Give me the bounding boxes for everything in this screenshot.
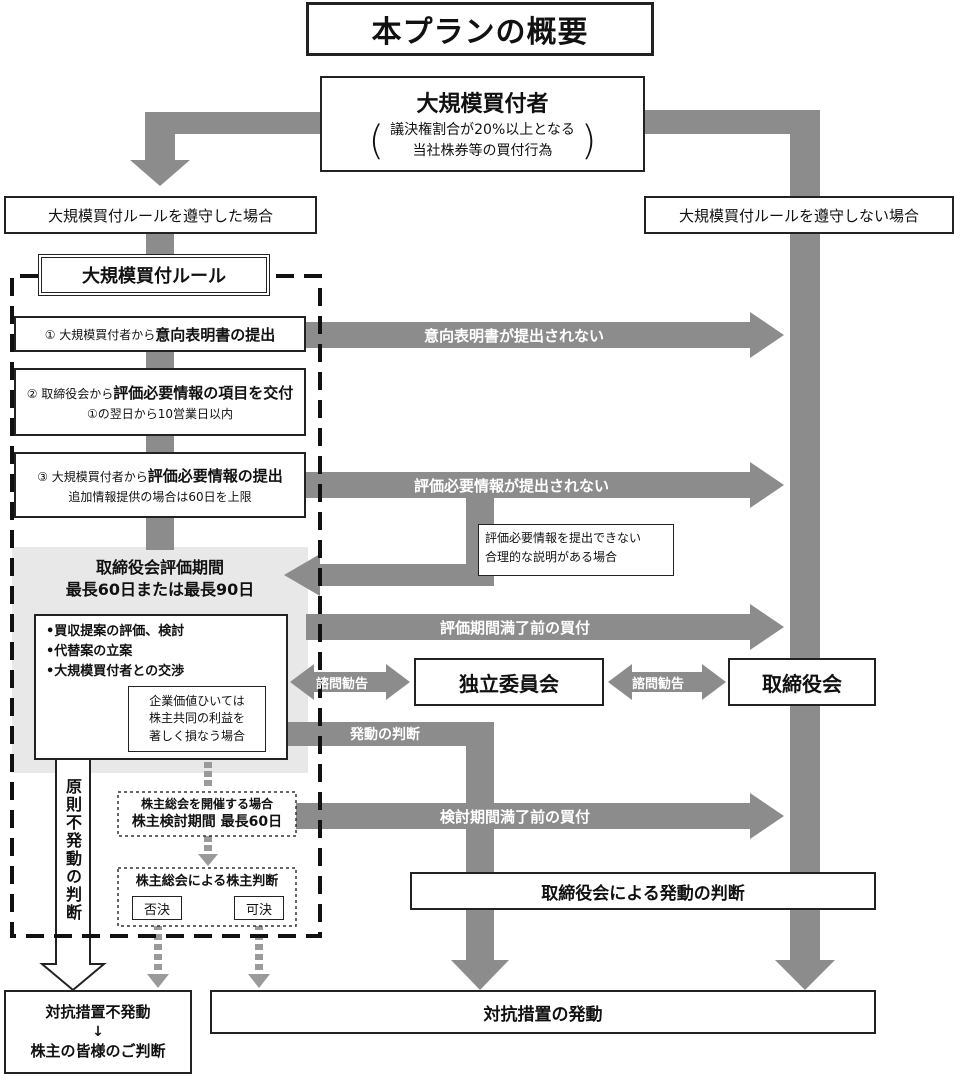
arrow-to-noncomply — [645, 110, 820, 198]
consult-arrow-2 — [608, 664, 726, 700]
shareholder-vote-title: 株主総会による株主判断 — [135, 874, 279, 889]
label-consult-1: 諮問勧告 — [316, 677, 369, 692]
acquirer-desc-1: 議決権割合が20%以上となる — [390, 122, 575, 138]
label-before-review-end: 検討期間満了前の買付 — [440, 808, 591, 826]
step-3-prefix: ③ 大規模買付者から — [37, 470, 148, 484]
eval-period-heading: 取締役会評価期間 最長60日または最長90日 — [12, 555, 308, 603]
arrow-to-comply — [130, 112, 320, 186]
countermeasure: 対抗措置の発動 — [483, 1004, 603, 1025]
label-no-intent: 意向表明書が提出されない — [424, 327, 605, 345]
step-1: ① 大規模買付者から 意向表明書の提出 — [14, 316, 306, 352]
eval-period-duration: 最長60日または最長90日 — [65, 580, 255, 599]
rule-title-box: 大規模買付ルール — [38, 254, 270, 296]
step-connector-3 — [146, 518, 174, 550]
principle-no-trigger: 原則不発動の判断 — [63, 778, 82, 922]
step-connector-2 — [146, 436, 174, 452]
noncomply-label-box: 大規模買付ルールを遵守しない場合 — [644, 196, 954, 234]
review-period-box — [117, 791, 297, 837]
step-3-main: 評価必要情報の提出 — [147, 467, 283, 485]
countermeasure-box: 対抗措置の発動 — [210, 990, 876, 1034]
page-title-text: 本プランの概要 — [371, 15, 589, 50]
step-2-main: 評価必要情報の項目を交付 — [113, 384, 294, 402]
reasonable-line-2: 合理的な説明がある場合 — [485, 550, 618, 565]
page-title: 本プランの概要 — [306, 2, 654, 56]
no-countermeasure-box: 対抗措置不発動 ↓ 株主の皆様のご判断 — [4, 990, 192, 1074]
shareholder-vote: 株主総会による株主判断 — [118, 870, 296, 889]
label-trigger-judgment: 発動の判断 — [350, 727, 420, 743]
noncomply-column-arrow — [775, 234, 835, 990]
shareholder-review: 株主総会を開催する場合 株主検討期間 最長60日 — [118, 792, 296, 836]
dashed-connectors — [147, 762, 270, 988]
shareholder-review-line-1: 株主総会を開催する場合 — [140, 797, 273, 812]
reasonable-explanation-box: 評価必要情報を提出できない 合理的な説明がある場合 — [478, 524, 674, 576]
vote-approve: 可決 — [245, 902, 272, 918]
step-1-main: 意向表明書の提出 — [155, 325, 276, 344]
arrow-no-intent — [306, 312, 784, 358]
rule-title: 大規模買付ルール — [82, 266, 226, 287]
acquirer-box: 大規模買付者 ( 議決権割合が20%以上となる 当社株券等の買付行為 ) — [320, 76, 645, 172]
rule-frame — [10, 274, 322, 938]
acquirer-desc-2: 当社株券等の買付行為 — [412, 143, 553, 159]
step-3-sub: 追加情報提供の場合は60日を上限 — [68, 490, 252, 504]
board-trigger-judgment: 取締役会による発動の判断 — [541, 883, 745, 904]
arrow-before-review-end — [296, 793, 784, 839]
arrow-no-info — [306, 462, 784, 508]
comply-label: 大規模買付ルールを遵守した場合 — [47, 206, 273, 225]
eval-period-title: 取締役会評価期間 — [95, 558, 224, 578]
shareholder-review-line-2: 株主検討期間 最長60日 — [131, 813, 283, 830]
arrow-reasonable-explanation — [284, 498, 494, 596]
board: 取締役会 — [762, 671, 842, 696]
eval-item-3: •大規模買付者との交渉 — [46, 664, 185, 680]
comply-connector — [146, 234, 174, 254]
comply-label-box: 大規模買付ルールを遵守した場合 — [4, 196, 317, 234]
step-2-sub: ①の翌日から10営業日以内 — [86, 407, 234, 421]
reasonable-line-1: 評価必要情報を提出できない — [485, 531, 642, 545]
left-paren: ( — [368, 118, 385, 164]
step-2: ② 取締役会から評価必要情報の項目を交付 ①の翌日から10営業日以内 — [14, 368, 306, 436]
step-3: ③ 大規模買付者から評価必要情報の提出 追加情報提供の場合は60日を上限 — [14, 452, 306, 518]
board-box: 取締役会 — [728, 658, 876, 706]
vote-approve-box: 可決 — [234, 896, 284, 920]
harm-condition-box: 企業価値ひいては 株主共同の利益を 著しく損なう場合 — [128, 686, 266, 752]
label-consult-2: 諮問勧告 — [632, 677, 685, 692]
shareholders-decide: 株主の皆様のご判断 — [30, 1042, 166, 1061]
eval-item-1: •買収提案の評価、検討 — [46, 624, 185, 639]
vote-reject-box: 否決 — [132, 896, 182, 920]
independent-committee: 独立委員会 — [459, 671, 559, 696]
principle-no-trigger-arrow — [39, 757, 107, 992]
right-paren: ) — [580, 118, 597, 164]
step-connector-1 — [146, 350, 174, 368]
independent-committee-box: 独立委員会 — [414, 658, 604, 706]
harm-line-2: 株主共同の利益を — [148, 711, 245, 726]
harm-line-1: 企業価値ひいては — [149, 693, 245, 708]
vote-reject: 否決 — [143, 902, 170, 918]
arrow-before-eval-end — [306, 604, 784, 650]
step-1-prefix: ① 大規模買付者から — [44, 327, 156, 342]
eval-item-2: •代替案の立案 — [46, 644, 133, 660]
noncomply-label: 大規模買付ルールを遵守しない場合 — [678, 206, 919, 225]
label-no-info: 評価必要情報が提出されない — [414, 477, 610, 495]
acquirer-title: 大規模買付者 — [416, 92, 549, 117]
harm-line-3: 著しく損なう場合 — [148, 728, 245, 743]
down-arrow-icon: ↓ — [92, 1023, 104, 1040]
label-before-eval-end: 評価期間満了前の買付 — [440, 619, 591, 637]
arrow-trigger-judgment — [266, 722, 509, 990]
step-2-prefix: ② 取締役会から — [26, 387, 114, 401]
no-countermeasure: 対抗措置不発動 — [45, 1003, 151, 1022]
board-trigger-judgment-box: 取締役会による発動の判断 — [410, 872, 876, 910]
